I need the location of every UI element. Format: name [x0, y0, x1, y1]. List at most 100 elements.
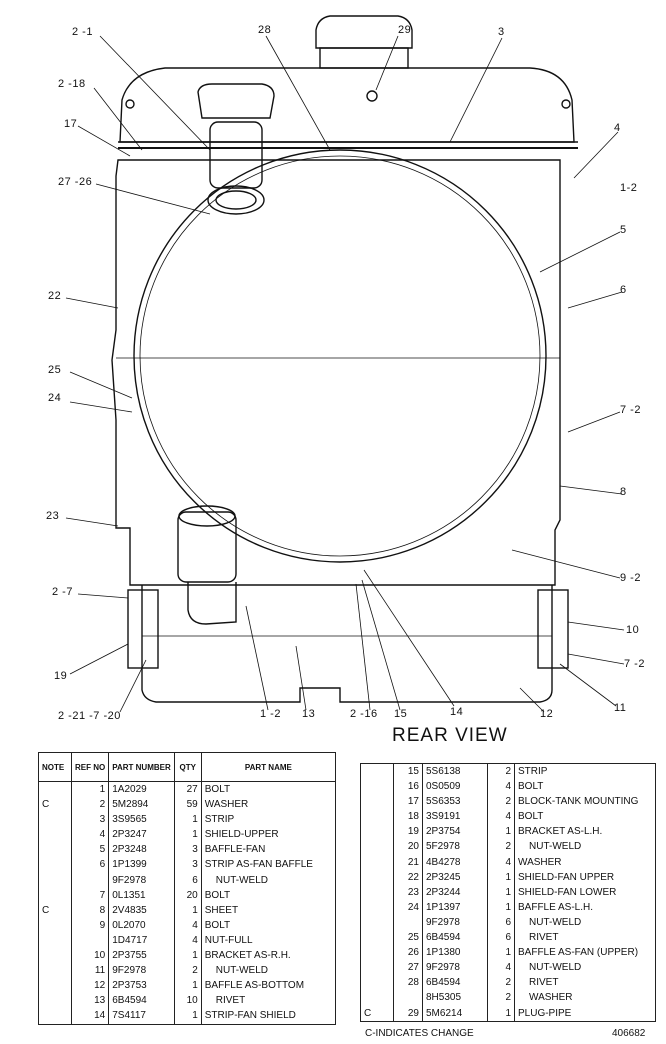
part-number-cell: 5F2978	[422, 839, 488, 855]
ref-no-cell: 25	[393, 930, 423, 946]
note-cell: C	[38, 797, 72, 813]
note-cell	[360, 884, 394, 900]
part-name-cell: NUT-WELD	[529, 841, 582, 853]
callout-27-26: 27 -26	[58, 176, 93, 188]
note-cell	[360, 779, 394, 795]
callout-7-2-upper: 7 -2	[620, 404, 641, 416]
qty-cell: 6	[487, 930, 515, 946]
part-number-cell: 1D4717	[108, 932, 175, 949]
part-name-cell: SHIELD-FAN UPPER	[518, 871, 615, 883]
note-cell	[38, 993, 72, 1009]
part-number-cell: 9F2978	[108, 872, 175, 888]
callout-7-2-lower: 7 -2	[624, 658, 645, 670]
lower-outlet-pipe	[177, 511, 237, 583]
part-number-cell: 5S6353	[422, 794, 488, 810]
ref-no-cell: 21	[393, 854, 423, 870]
note-cell	[360, 854, 394, 870]
part-name-cell: STRIP	[204, 814, 235, 826]
ref-no-cell: 16	[393, 779, 423, 795]
note-cell	[360, 914, 394, 931]
note-cell	[38, 842, 72, 858]
part-name-cell: BOLT	[518, 811, 544, 823]
filler-cap	[315, 15, 413, 49]
qty-cell: 1	[174, 978, 202, 994]
note-cell	[38, 887, 72, 903]
callout-2-21-7-20: 2 -21 -7 -20	[58, 710, 121, 722]
qty-cell: 1	[487, 1005, 515, 1022]
header-part-name: PART NAME	[201, 752, 336, 782]
qty-cell: 1	[487, 824, 515, 840]
callout-25: 25	[48, 364, 62, 376]
ref-no-cell: 23	[393, 884, 423, 900]
ref-no-cell: 7	[71, 887, 110, 903]
bracket-left	[127, 589, 159, 669]
note-cell	[38, 827, 72, 843]
ref-no-cell: 2	[71, 797, 110, 813]
note-cell: C	[360, 1005, 394, 1022]
header-note: NOTE	[38, 752, 72, 782]
part-number-cell: 2P3248	[108, 842, 175, 858]
ref-no-cell: 14	[71, 1008, 110, 1024]
callout-10: 10	[626, 624, 640, 636]
qty-cell: 2	[487, 990, 515, 1006]
qty-cell: 27	[174, 781, 202, 798]
qty-cell: 3	[174, 842, 202, 858]
drawing-number: 406682	[612, 1028, 646, 1039]
part-number-cell: 2P3755	[108, 948, 175, 964]
part-name-cell: BOLT	[204, 784, 231, 795]
qty-cell: 1	[174, 812, 202, 828]
ref-no-cell: 9	[71, 917, 110, 933]
part-name-cell: SHIELD-UPPER	[204, 829, 279, 841]
part-number-cell: 2P3245	[422, 869, 488, 885]
qty-cell: 2	[487, 839, 515, 855]
part-name-cell: PLUG-PIPE	[518, 1007, 572, 1019]
note-cell	[38, 963, 72, 979]
part-number-cell: 2P3244	[422, 884, 488, 900]
part-name-cell: RIVET	[529, 932, 559, 944]
ref-no-cell: 1	[71, 781, 110, 798]
part-number-cell: 1P1397	[422, 899, 488, 915]
note-cell	[38, 932, 72, 949]
part-name-cell: RIVET	[215, 995, 246, 1007]
part-name-cell: RIVET	[529, 977, 559, 989]
note-cell	[38, 917, 72, 933]
callout-14: 14	[450, 706, 464, 718]
qty-cell: 1	[174, 1008, 202, 1024]
ref-no-cell: 6	[71, 857, 110, 873]
ref-no-cell: 28	[393, 975, 423, 991]
ref-no-cell: 5	[71, 842, 110, 858]
part-number-cell: 3S9565	[108, 812, 175, 828]
qty-cell: 1	[174, 902, 202, 918]
note-cell	[38, 781, 72, 798]
part-name-cell: BAFFLE AS-FAN (UPPER)	[518, 947, 639, 959]
ref-no-cell: 29	[393, 1005, 423, 1022]
qty-cell: 4	[174, 932, 202, 949]
callout-3: 3	[498, 26, 505, 38]
part-name-cell: NUT-FULL	[204, 934, 253, 946]
note-cell	[360, 990, 394, 1006]
note-cell	[360, 869, 394, 885]
ref-no-cell	[71, 932, 110, 949]
part-number-cell: 9F2978	[108, 963, 175, 979]
qty-cell: 1	[174, 827, 202, 843]
callout-19: 19	[54, 670, 68, 682]
part-number-cell: 9F2978	[422, 914, 488, 931]
callout-2-18: 2 -18	[58, 78, 86, 90]
